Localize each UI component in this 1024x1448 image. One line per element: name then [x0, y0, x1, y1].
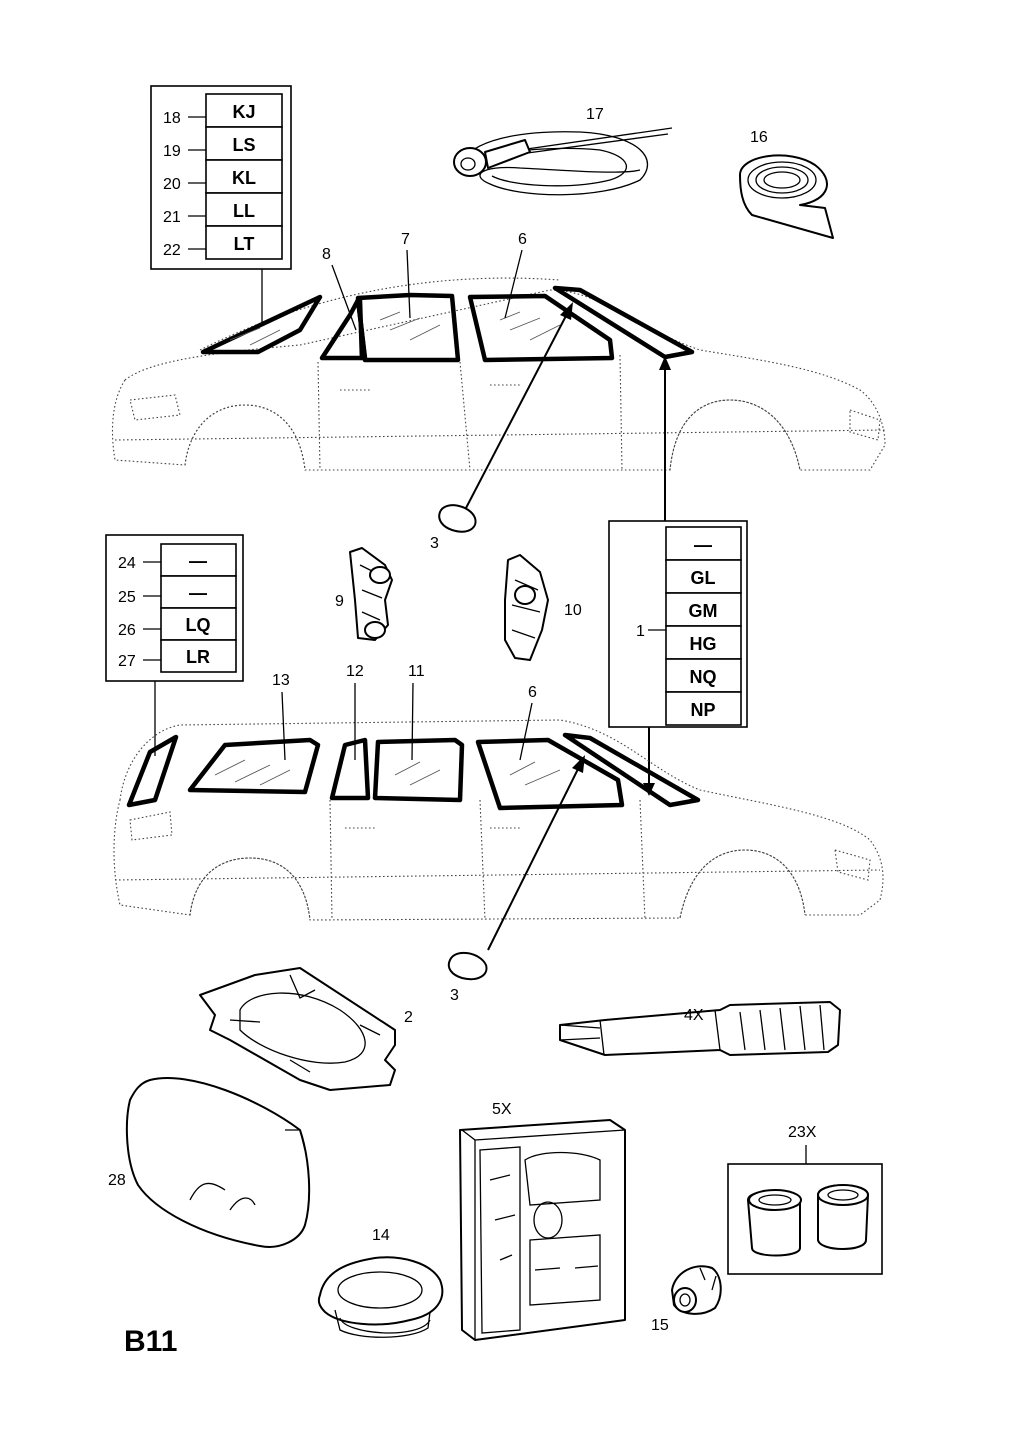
callout-7: 7: [401, 231, 410, 248]
callout-17: 17: [586, 106, 604, 123]
part-14-grommet: 14: [317, 1227, 444, 1338]
table-code-dash-25: —: [189, 583, 207, 603]
table-ref-18: 18: [163, 110, 181, 127]
table-code-np: NP: [690, 700, 715, 720]
table-code-nq: NQ: [690, 667, 717, 687]
callout-2: 2: [404, 1009, 413, 1026]
table-ref-26: 26: [118, 622, 136, 639]
table-ref-24: 24: [118, 555, 136, 572]
callout-15: 15: [651, 1317, 669, 1334]
page-code: B11: [124, 1325, 177, 1358]
table-code-kj: KJ: [232, 102, 255, 122]
table-code-ll: LL: [233, 201, 255, 221]
callout-9: 9: [335, 593, 344, 610]
table-ref-21: 21: [163, 209, 181, 226]
code-table-top: 18 19 20 21 22 KJ LS KL LL LT: [150, 85, 292, 322]
part-15-nut: 15: [651, 1265, 722, 1334]
part-2-frame: 2: [199, 967, 413, 1091]
table-code-gl: GL: [691, 568, 716, 588]
table-code-lr: LR: [186, 647, 210, 667]
callout-10: 10: [564, 602, 582, 619]
callout-16: 16: [750, 129, 768, 146]
callout-6-bottom: 6: [528, 684, 537, 701]
table-code-hg: HG: [690, 634, 717, 654]
callout-13: 13: [272, 672, 290, 689]
table-ref-20: 20: [163, 176, 181, 193]
part-17-wiring-harness: 17: [453, 106, 673, 196]
callout-28: 28: [108, 1172, 126, 1189]
part-3-plug-top: 3: [430, 504, 477, 552]
table-ref-27: 27: [118, 653, 136, 670]
part-28-mirror-glass: 28: [108, 1077, 311, 1248]
callout-5x: 5X: [492, 1101, 512, 1118]
code-table-left: 24 25 26 27 — — LQ LR: [105, 534, 244, 756]
part-23x-caps: 23X: [727, 1124, 883, 1275]
callout-23x: 23X: [788, 1124, 817, 1141]
table-code-lt: LT: [234, 234, 255, 254]
part-10-clip: 10: [504, 554, 582, 661]
code-table-right: — GL GM HG NQ NP 1: [608, 356, 748, 796]
table-ref-25: 25: [118, 589, 136, 606]
part-5x-repair-kit: 5X: [459, 1101, 626, 1341]
callout-6-top: 6: [518, 231, 527, 248]
part-3-plug-bottom: 3: [447, 951, 488, 1004]
callout-1: 1: [636, 623, 645, 640]
table-code-kl: KL: [232, 168, 256, 188]
callout-8: 8: [322, 246, 331, 263]
sedan-car-outline: 8 7 6: [111, 231, 886, 471]
part-16-tape-roll: 16: [739, 129, 834, 239]
callout-4x: 4X: [684, 1007, 704, 1024]
table-code-ls: LS: [232, 135, 255, 155]
table-ref-22: 22: [163, 242, 181, 259]
table-code-dash-24: —: [189, 551, 207, 571]
callout-11: 11: [408, 663, 425, 680]
callout-12: 12: [346, 663, 364, 680]
callout-14: 14: [372, 1227, 390, 1244]
table-code-lq: LQ: [186, 615, 211, 635]
callout-3-top: 3: [430, 535, 439, 552]
table-code-dash: —: [694, 535, 712, 555]
table-ref-19: 19: [163, 143, 181, 160]
callout-3-bottom: 3: [450, 987, 459, 1004]
table-code-gm: GM: [689, 601, 718, 621]
wagon-car-outline: 13 12 11 6: [113, 663, 884, 921]
part-4x-adhesive-cartridge: 4X: [559, 1001, 841, 1056]
part-9-clip: 9: [335, 547, 393, 641]
